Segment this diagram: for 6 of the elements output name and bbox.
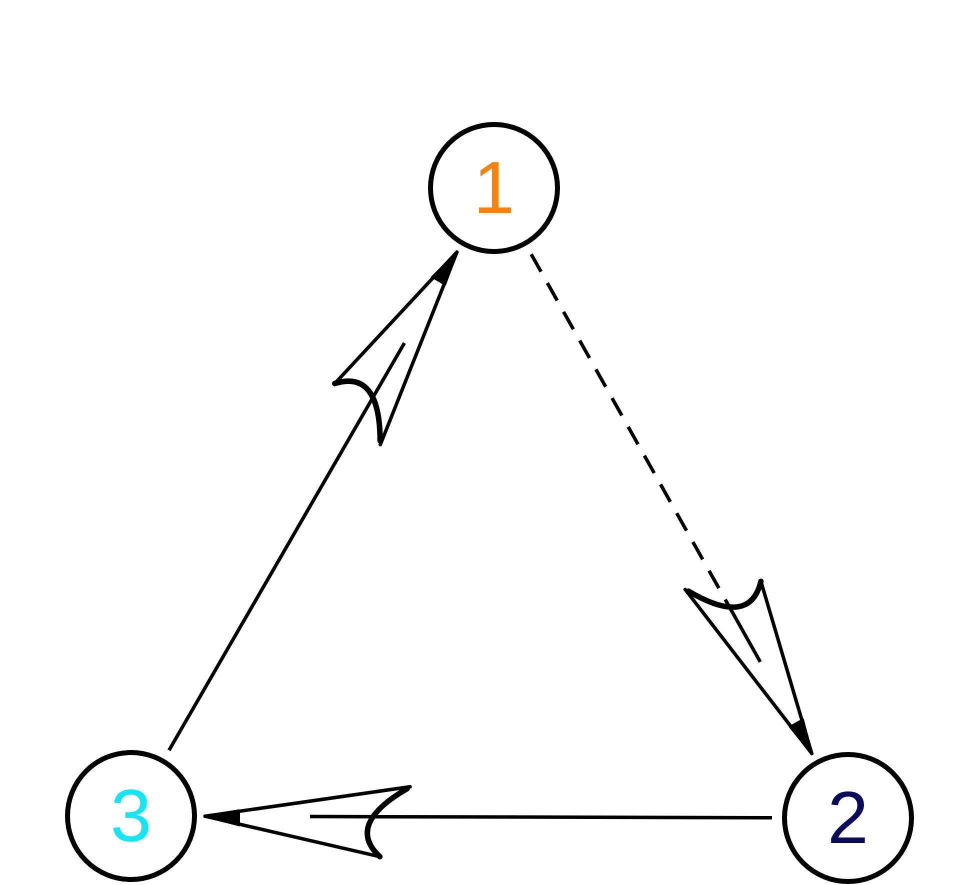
node-number: 3 bbox=[110, 779, 152, 853]
arrow bbox=[202, 784, 772, 860]
node-number: 1 bbox=[473, 151, 515, 225]
arrow bbox=[530, 253, 814, 756]
node-number: 2 bbox=[827, 781, 869, 855]
arrow bbox=[168, 249, 460, 752]
